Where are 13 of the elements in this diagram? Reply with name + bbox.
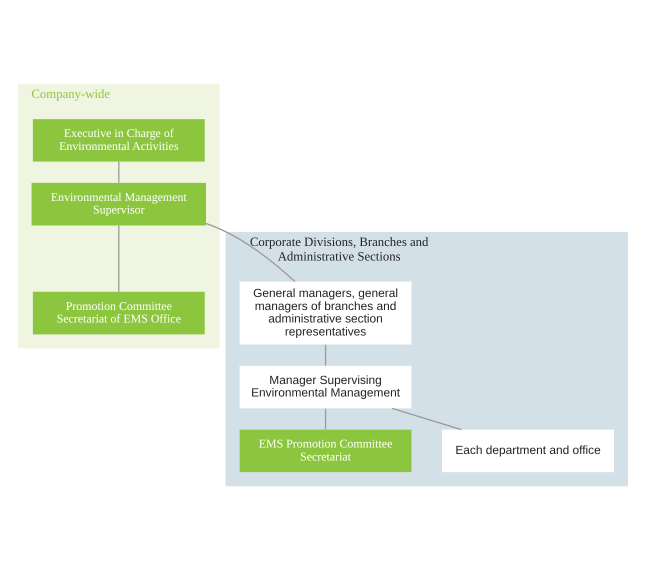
node-box: Manager Supervising Environmental Management (240, 365, 412, 408)
connector (118, 225, 120, 292)
node-box: General managers, general managers of branches and administrative section representatives (240, 281, 412, 344)
node-box: Executive in Charge of Environmental Activities (32, 118, 205, 162)
node-box: EMS Promotion Committee Secretariat (240, 429, 412, 472)
connector (118, 161, 120, 182)
node-box: Environmental Management Supervisor (32, 182, 206, 225)
connector (324, 408, 326, 429)
connector (206, 222, 296, 282)
connector (392, 407, 462, 430)
connector (324, 344, 326, 366)
node-box: Promotion Committee Secretariat of EMS Office (32, 291, 205, 334)
node-box: Each department and office (442, 429, 614, 472)
